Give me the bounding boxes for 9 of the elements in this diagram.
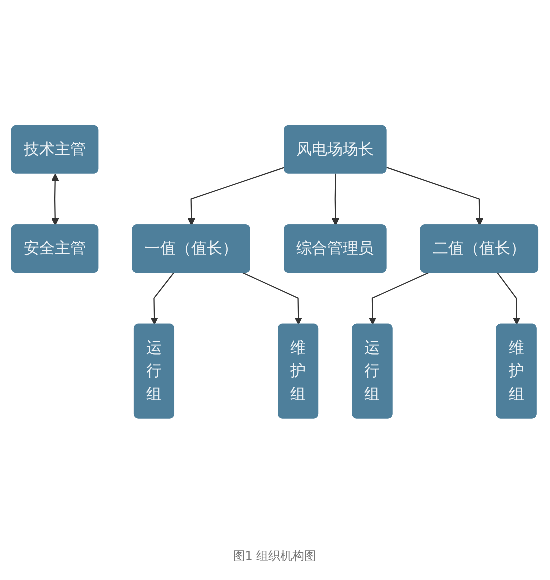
arrow bbox=[386, 167, 484, 226]
arrow bbox=[332, 174, 340, 226]
arrow bbox=[52, 174, 60, 226]
arrow bbox=[369, 272, 429, 326]
arrow bbox=[497, 273, 521, 326]
caption: 图1 组织机构图 bbox=[233, 549, 317, 563]
arrow bbox=[150, 273, 174, 326]
arrow bbox=[242, 272, 302, 326]
arrow bbox=[188, 167, 286, 226]
